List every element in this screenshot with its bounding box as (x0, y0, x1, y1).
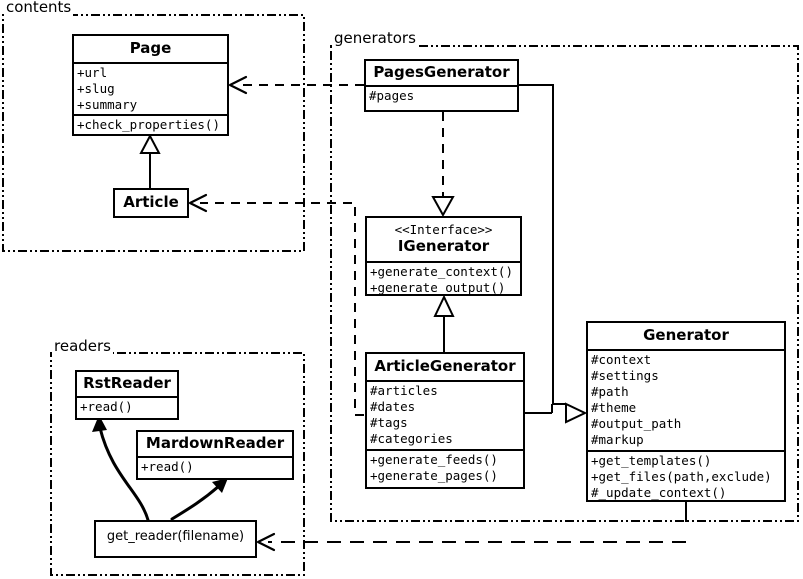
operation-row: #_update_context() (591, 485, 727, 501)
package-contents-border (2, 14, 305, 252)
class-operations-mardown-reader: +read() (138, 456, 292, 477)
package-contents (2, 14, 305, 252)
class-operations-igenerator: +generate_context() +generate_output() (367, 261, 520, 298)
class-box-igenerator[interactable]: <<Interface>> IGenerator +generate_conte… (365, 216, 522, 296)
function-node-label: get_reader(filename) (106, 529, 245, 544)
class-box-generator[interactable]: Generator #context #settings #path #them… (586, 321, 786, 502)
class-box-mardown-reader[interactable]: MardownReader +read() (136, 430, 294, 480)
attribute-row: #context (591, 352, 652, 368)
class-stereotype-igenerator: <<Interface>> (394, 222, 493, 237)
class-title-generator: Generator (643, 326, 729, 344)
operation-row: +read() (80, 399, 133, 415)
operation-row: +get_templates() (591, 453, 712, 469)
class-title-rst-reader: RstReader (83, 374, 171, 392)
package-readers (50, 352, 305, 576)
attribute-row: #pages (369, 88, 415, 104)
class-title-article-generator: ArticleGenerator (374, 357, 516, 375)
class-box-article[interactable]: Article (113, 188, 189, 218)
operation-row: +generate_output() (370, 280, 506, 296)
class-operations-rst-reader: +read() (77, 396, 177, 417)
attribute-row: +summary (77, 97, 138, 113)
class-box-rst-reader[interactable]: RstReader +read() (75, 370, 179, 420)
class-box-pages-generator[interactable]: PagesGenerator #pages (364, 59, 519, 112)
attribute-row: #dates (370, 399, 416, 415)
attribute-row: #settings (591, 368, 659, 384)
function-node-get-reader[interactable]: get_reader(filename) (94, 520, 257, 558)
class-name-igenerator: IGenerator (397, 237, 490, 255)
attribute-row: #articles (370, 383, 438, 399)
class-box-page[interactable]: Page +url +slug +summary +check_properti… (72, 34, 229, 136)
class-title-mardown-reader: MardownReader (145, 434, 285, 452)
attribute-row: #output_path (591, 416, 682, 432)
class-attributes-page: +url +slug +summary (74, 62, 227, 114)
class-attributes-generator: #context #settings #path #theme #output_… (588, 349, 784, 450)
attribute-row: #tags (370, 415, 408, 431)
attribute-row: +slug (77, 81, 115, 97)
package-contents-label: contents (4, 0, 74, 16)
operation-row: +generate_context() (370, 264, 513, 280)
operation-row: +check_properties() (77, 117, 220, 133)
class-title-article: Article (123, 193, 179, 211)
class-attributes-article-generator: #articles #dates #tags #categories (367, 380, 523, 449)
class-title-page: Page (129, 39, 172, 57)
package-readers-border (50, 352, 305, 576)
class-operations-page: +check_properties() (74, 114, 227, 135)
attribute-row: #categories (370, 431, 453, 447)
attribute-row: #theme (591, 400, 637, 416)
operation-row: +read() (141, 459, 194, 475)
operation-row: +generate_pages() (370, 468, 498, 484)
operation-row: +generate_feeds() (370, 452, 498, 468)
class-box-article-generator[interactable]: ArticleGenerator #articles #dates #tags … (365, 352, 525, 489)
class-operations-article-generator: +generate_feeds() +generate_pages() (367, 449, 523, 486)
class-operations-generator: +get_templates() +get_files(path,exclude… (588, 450, 784, 503)
class-title-igenerator: <<Interface>> IGenerator (367, 218, 520, 261)
attribute-row: #markup (591, 432, 644, 448)
class-attributes-pages-generator: #pages (366, 85, 517, 106)
attribute-row: +url (77, 65, 108, 81)
package-readers-label: readers (52, 337, 113, 355)
class-title-pages-generator: PagesGenerator (373, 63, 510, 81)
package-generators-label: generators (332, 29, 418, 47)
operation-row: +get_files(path,exclude) (591, 469, 772, 485)
attribute-row: #path (591, 384, 629, 400)
